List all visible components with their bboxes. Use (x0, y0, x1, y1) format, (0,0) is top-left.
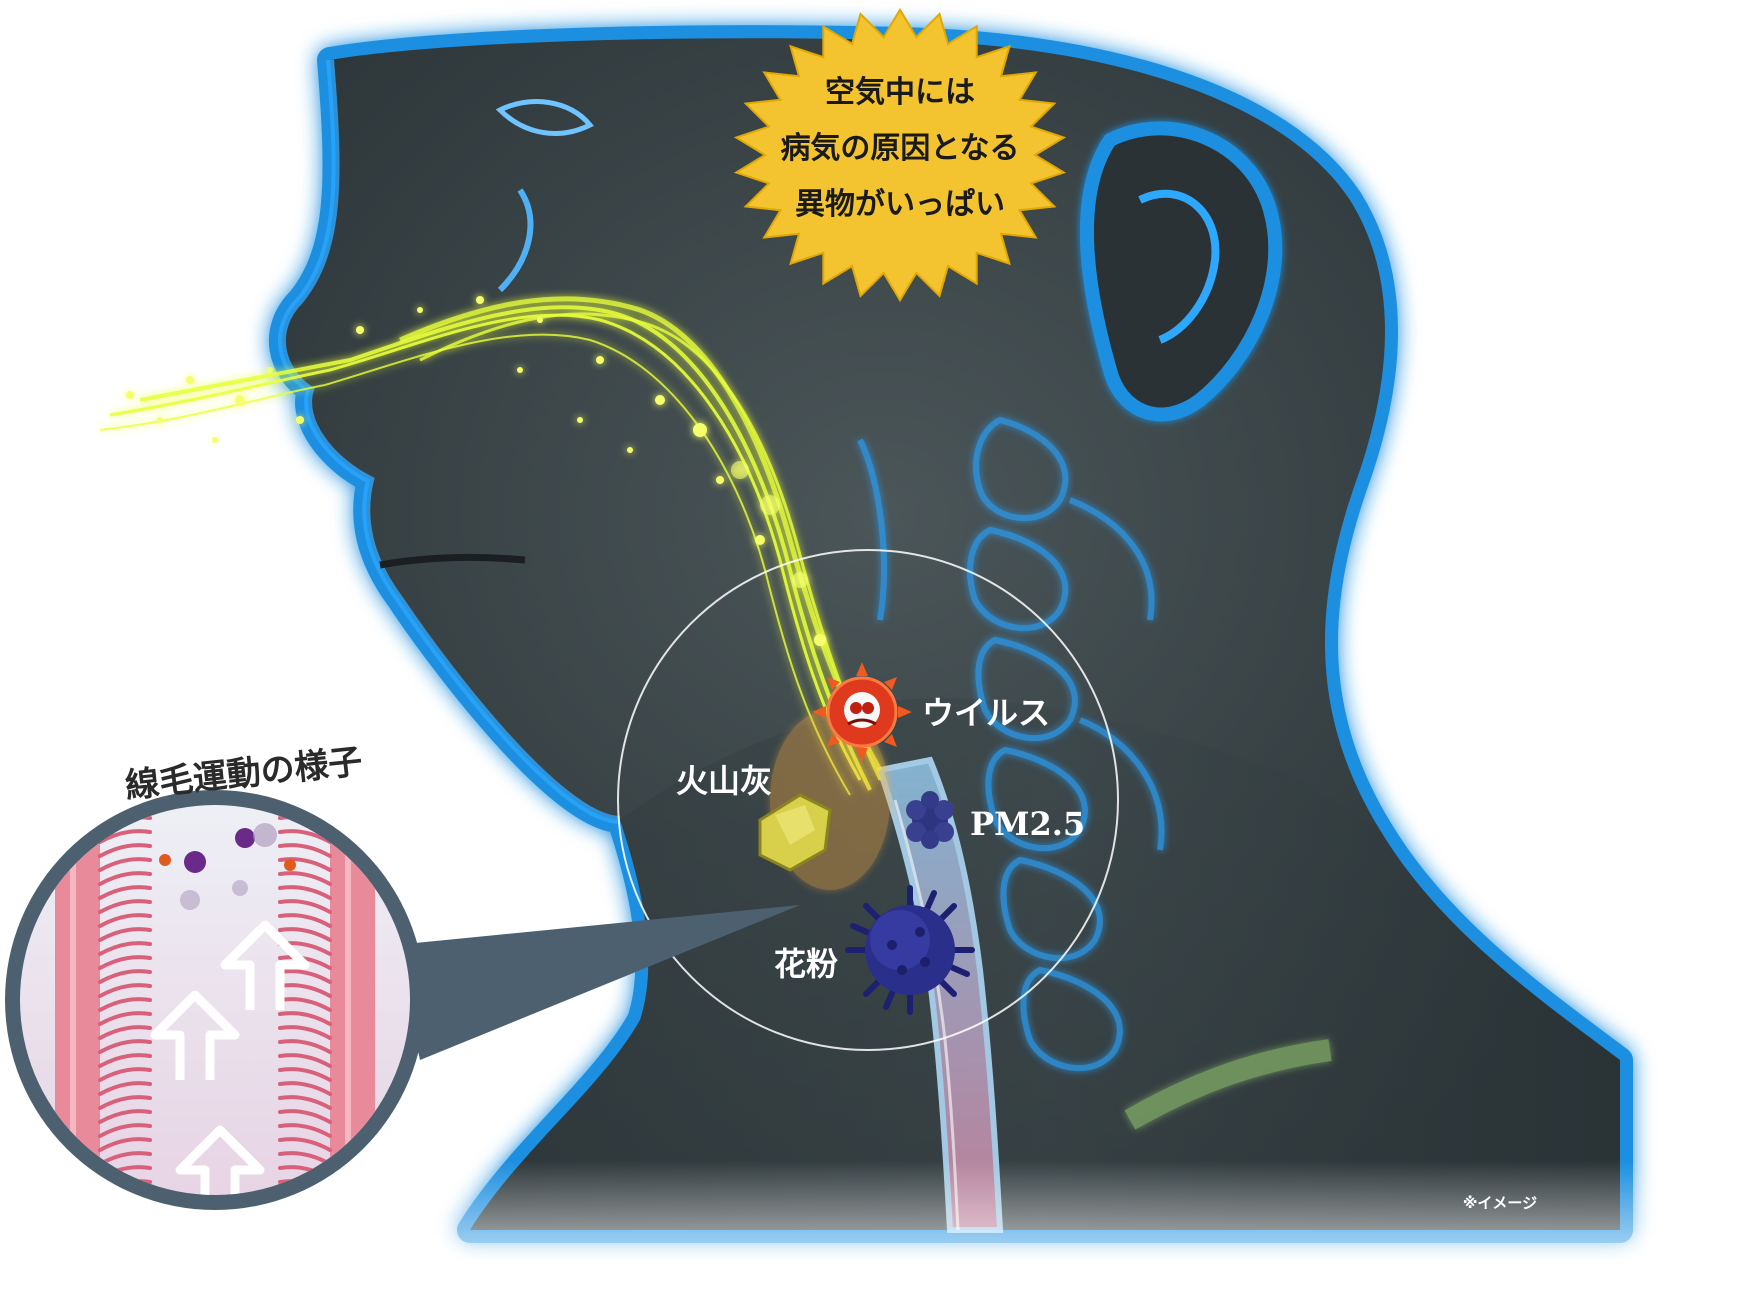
up-arrow-3 (175, 1125, 265, 1195)
starburst-line-2: 病気の原因となる (780, 131, 1019, 166)
cilium (98, 1137, 152, 1152)
cilium (98, 955, 152, 970)
cilium (278, 1025, 332, 1040)
mouth-line (379, 554, 526, 569)
cilium (278, 1109, 332, 1124)
cilium (278, 1081, 332, 1096)
cilium (98, 1109, 152, 1124)
cilium (278, 1011, 332, 1026)
cilium (98, 1025, 152, 1040)
cilium (98, 899, 152, 914)
cilium (278, 955, 332, 970)
cilium (278, 1067, 332, 1082)
volcanic-ash-icon (758, 793, 832, 872)
head-silhouette (269, 25, 1633, 1243)
cilium (278, 1095, 332, 1110)
up-arrow-1 (220, 920, 310, 1010)
starburst-shape (733, 7, 1067, 303)
cilium (278, 913, 332, 928)
starburst-callout: 空気中には 病気の原因となる 異物がいっぱい (733, 7, 1067, 303)
cilium (98, 1011, 152, 1026)
cilium (98, 969, 152, 984)
starburst-line-1: 空気中には (825, 75, 975, 110)
pollen-label: 花粉 (774, 945, 838, 983)
cilium (98, 997, 152, 1012)
image-note: ※イメージ (1463, 1194, 1537, 1212)
cilium (98, 1095, 152, 1110)
cilium (98, 913, 152, 928)
pm25-icon (906, 791, 954, 849)
cilium (98, 927, 152, 942)
ear (1079, 121, 1283, 422)
cilium (278, 871, 332, 886)
cilium (278, 927, 332, 942)
cilia-inset: 線毛運動の様子 (5, 742, 800, 1210)
cilium (98, 983, 152, 998)
cilium (98, 1039, 152, 1054)
cilium (278, 899, 332, 914)
airflow-particles (126, 296, 826, 646)
cilium (98, 857, 152, 872)
cervical-spine (857, 416, 1165, 1071)
starburst-line-3: 異物がいっぱい (795, 187, 1005, 222)
cilium (98, 1067, 152, 1082)
cilium (278, 1053, 332, 1068)
upward-arrows (150, 920, 310, 1195)
airflow-streams (99, 296, 883, 796)
cilium (280, 789, 330, 800)
cilium (278, 1039, 332, 1054)
cilium (98, 1081, 152, 1096)
magnify-circle (617, 549, 1119, 1051)
cilium (278, 1137, 332, 1152)
cilium (98, 843, 152, 858)
cilium (278, 829, 332, 844)
cilium (98, 885, 152, 900)
inset-pointer (395, 905, 800, 1060)
cilium (98, 1123, 152, 1138)
cilium (98, 941, 152, 956)
pollen-icon (845, 885, 975, 1015)
cilium (278, 1123, 332, 1138)
cilium (278, 885, 332, 900)
cilium (98, 1053, 152, 1068)
cilium (278, 843, 332, 858)
up-arrow-2 (150, 990, 240, 1080)
pm25-label: PM2.5 (970, 805, 1085, 843)
cilium (278, 857, 332, 872)
volcanic-ash-label: 火山灰 (676, 762, 772, 800)
collarbone (1124, 1039, 1332, 1130)
virus-label: ウイルス (922, 694, 1050, 732)
eye (495, 99, 594, 136)
cilium (98, 829, 152, 844)
cilium (98, 871, 152, 886)
virus-icon (812, 662, 912, 762)
